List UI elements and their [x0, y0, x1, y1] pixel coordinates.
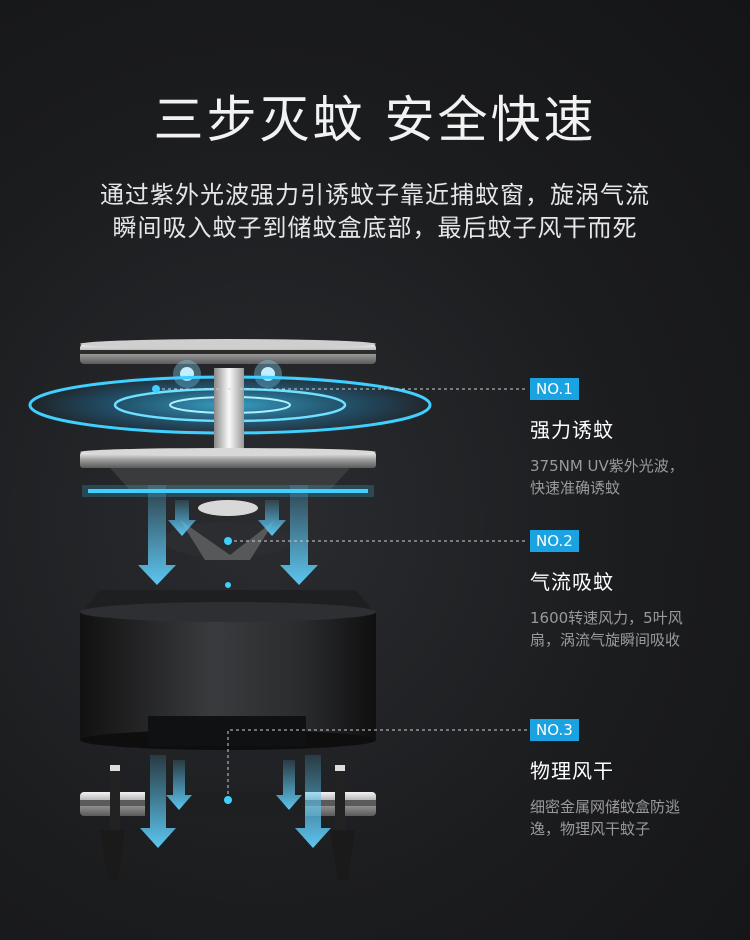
step-1-desc: 375NM UV紫外光波，快速准确诱蚊	[530, 457, 684, 497]
callout-dot-2b	[225, 582, 231, 588]
step-2-desc: 1600转速风力，5叶风扇，涡流气旋瞬间吸收	[530, 609, 683, 649]
subtitle-line-2: 瞬间吸入蚊子到储蚊盒底部，最后蚊子风干而死	[112, 214, 638, 242]
step-3-callout: NO.3 物理风干 细密金属网储蚊盒防逃逸，物理风干蚊子	[530, 719, 730, 840]
callout-dot-3	[224, 796, 232, 804]
step-3-badge: NO.3	[530, 719, 579, 741]
uv-light-bar	[88, 489, 368, 493]
center-column	[214, 368, 244, 456]
step-2-badge: NO.2	[530, 530, 579, 552]
subtitle-line-1: 通过紫外光波强力引诱蚊子靠近捕蚊窗，旋涡气流	[100, 181, 650, 209]
step-3-title: 物理风干	[530, 759, 614, 783]
mosquito-storage-box	[80, 765, 376, 880]
airflow-arrows	[138, 485, 331, 848]
step-2-callout: NO.2 气流吸蚊 1600转速风力，5叶风扇，涡流气旋瞬间吸收	[530, 530, 730, 651]
callout-dot-1	[152, 385, 160, 393]
step-1-badge: NO.1	[530, 378, 579, 400]
step-2-title: 气流吸蚊	[530, 570, 614, 594]
page-title: 三步灭蚊 安全快速	[153, 91, 597, 149]
callout-dot-2	[224, 537, 232, 545]
step-1-title: 强力诱蚊	[530, 418, 614, 442]
lamp-plate	[80, 448, 376, 490]
main-body	[80, 590, 376, 750]
step-3-desc: 细密金属网储蚊盒防逃逸，物理风干蚊子	[530, 798, 681, 838]
top-lid	[80, 339, 376, 364]
step-1-callout: NO.1 强力诱蚊 375NM UV紫外光波，快速准确诱蚊	[530, 378, 730, 499]
callout-lines	[156, 388, 528, 800]
